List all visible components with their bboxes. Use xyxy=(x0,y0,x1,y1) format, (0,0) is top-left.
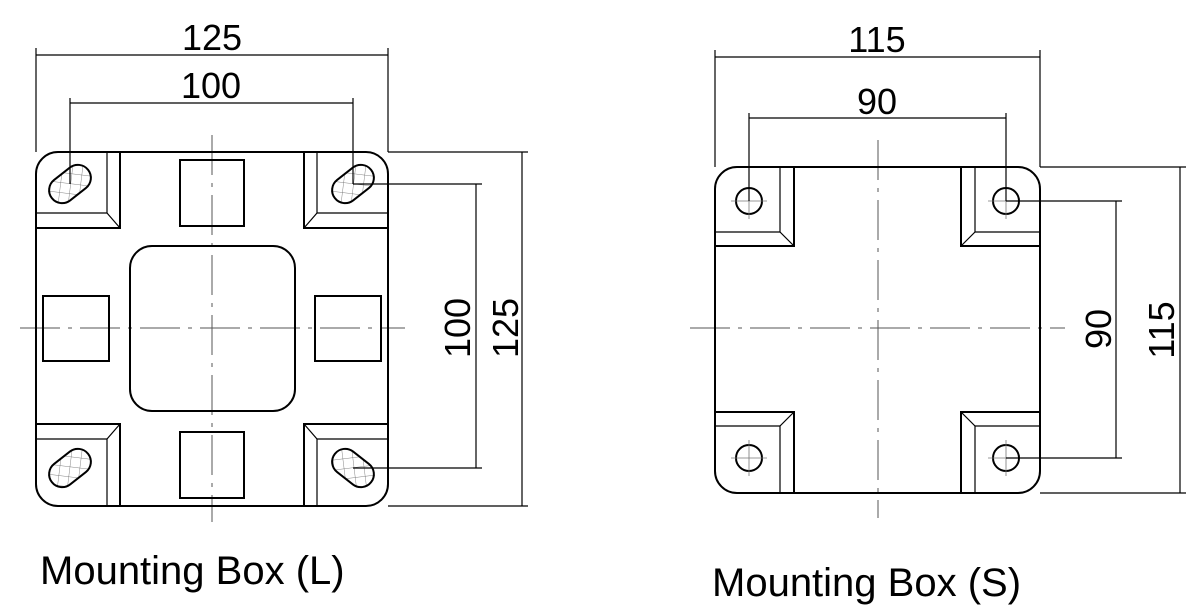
dim-label-hole-spacing-height: 100 xyxy=(437,298,478,358)
box-outline xyxy=(35,151,389,507)
dimension-hole-spacing-width: 100 xyxy=(69,65,354,184)
mounting-box-l: 125 100 100 125 Mounting Box (L) xyxy=(20,17,528,593)
knockout-squares xyxy=(42,159,382,499)
dimension-overall-height: 125 xyxy=(388,151,528,507)
dim-label-overall-width: 115 xyxy=(848,19,905,60)
caption-mounting-box-l: Mounting Box (L) xyxy=(40,549,345,593)
box-outline xyxy=(714,166,1041,494)
corner-pockets xyxy=(715,167,1040,493)
dim-label-overall-width: 125 xyxy=(182,17,242,58)
dim-label-hole-spacing-width: 90 xyxy=(857,81,897,122)
dim-label-overall-height: 125 xyxy=(485,298,526,358)
corner-pockets xyxy=(36,152,388,506)
caption-mounting-box-s: Mounting Box (S) xyxy=(712,561,1021,605)
dimension-hole-spacing-width: 90 xyxy=(748,81,1007,201)
dimension-overall-height: 115 xyxy=(1040,166,1186,494)
dim-label-overall-height: 115 xyxy=(1141,301,1182,358)
dimension-overall-width: 125 xyxy=(35,17,389,152)
center-boss xyxy=(129,245,296,412)
dim-label-hole-spacing-width: 100 xyxy=(181,65,241,106)
dimension-hole-spacing-height: 100 xyxy=(353,183,482,469)
dimension-hole-spacing-height: 90 xyxy=(1006,200,1122,459)
dimension-overall-width: 115 xyxy=(714,19,1041,167)
dim-label-hole-spacing-height: 90 xyxy=(1078,309,1119,349)
mounting-box-s: 115 90 90 115 Mounting Box (S) xyxy=(690,19,1186,605)
